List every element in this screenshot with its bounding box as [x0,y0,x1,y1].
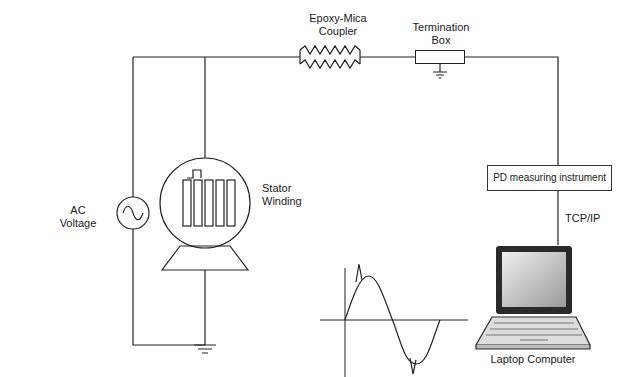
laptop-base [476,317,590,345]
laptop-keyboard [486,323,582,340]
wire [204,270,205,345]
signal-wire [465,57,558,165]
node-text: PD measuring instrument [493,172,606,184]
stator-coil [183,180,191,226]
link-label: TCP/IP [564,212,601,225]
component-label: Stator Winding [262,182,318,208]
node-text: Termination Box [406,21,476,47]
laptop-computer: Laptop Computer [474,245,592,366]
source-label: AC Voltage [52,204,104,230]
coupler-symbol [300,46,360,54]
stator-coil [227,180,235,226]
ground-symbol [194,345,216,353]
instrument-box: PD measuring instrument [487,165,612,191]
laptop-screen [502,252,566,307]
stator-coil [216,180,224,226]
termination-box: Termination Box [415,50,465,64]
component-label: Epoxy-Mica Coupler [300,12,376,38]
node-text: Laptop Computer [474,353,592,366]
wire [204,57,205,158]
ac-source-wave [123,206,143,220]
coupler-symbol [300,60,360,68]
stator-coil [205,180,213,226]
wire [133,56,300,57]
signal-wire [557,191,558,245]
wire [360,56,415,57]
laptop-screen-frame [496,246,572,314]
stator-coil [194,180,202,226]
motor-symbol [160,158,250,248]
laptop-icon [474,245,592,353]
laptop-edge [476,345,590,349]
plot-axis [320,268,468,377]
ground-symbol [433,64,447,78]
pd-pulse [356,264,362,282]
winding-lead [187,170,201,178]
ac-source-symbol [117,197,149,229]
pd-pulse [410,358,416,374]
sine-wave [345,276,440,364]
motor-base [162,246,248,270]
